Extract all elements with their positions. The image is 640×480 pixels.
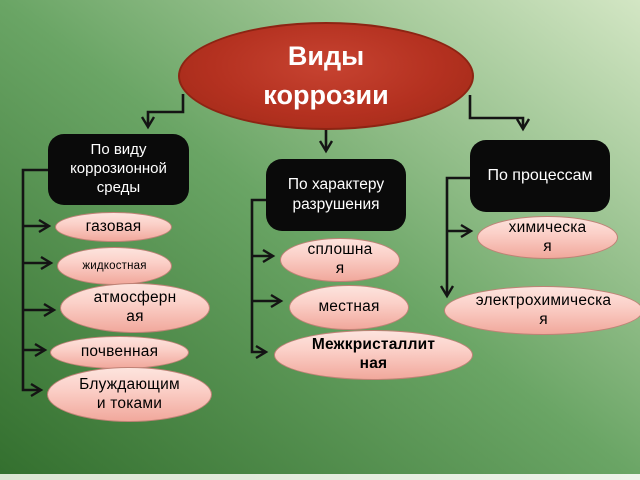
root-node-label: Виды коррозии — [263, 40, 389, 110]
connector-root-to-environment — [140, 94, 185, 130]
leaf-node-electrochemical: электрохимическая — [444, 286, 640, 335]
leaf-node-stray-currents-label: Блуждающими токами — [79, 375, 180, 412]
leaf-node-atmospheric-label: атмосферная — [93, 289, 177, 325]
branch-box-processes: По процессам — [470, 140, 610, 212]
leaf-node-local-label: местная — [318, 298, 380, 316]
connector-environment-trunk — [21, 168, 48, 398]
branch-box-processes-label: По процессам — [487, 167, 593, 184]
branch-box-environment-label: По виду коррозионной среды — [70, 141, 167, 196]
leaf-node-intercrystalline-label: Межкристаллитная — [311, 336, 436, 372]
leaf-node-chemical-label: химическая — [508, 218, 587, 255]
branch-box-destruction: По характеру разрушения — [266, 159, 406, 231]
leaf-node-electrochemical-label: электрохимическая — [475, 291, 612, 328]
leaf-node-liquid-label: жидкостная — [82, 259, 147, 272]
root-node-corrosion-types: Виды коррозии — [178, 22, 474, 130]
leaf-node-gas-label: газовая — [85, 217, 142, 235]
leaf-node-continuous: сплошная — [280, 238, 400, 282]
leaf-node-gas: газовая — [55, 212, 172, 242]
leaf-node-soil: почвенная — [50, 336, 189, 369]
leaf-node-chemical: химическая — [477, 216, 618, 259]
leaf-node-atmospheric: атмосферная — [60, 283, 210, 333]
leaf-node-continuous-label: сплошная — [307, 241, 373, 277]
leaf-node-intercrystalline: Межкристаллитная — [274, 330, 473, 380]
leaf-node-stray-currents: Блуждающими токами — [47, 367, 212, 422]
leaf-node-local: местная — [289, 285, 409, 330]
leaf-node-liquid: жидкостная — [57, 247, 172, 285]
connector-destruction-trunk — [250, 198, 269, 360]
branch-box-destruction-label: По характеру разрушения — [287, 175, 385, 213]
connector-processes-trunk — [439, 176, 470, 299]
slide-bottom-edge — [0, 474, 640, 480]
leaf-node-soil-label: почвенная — [80, 343, 159, 361]
branch-box-environment: По виду коррозионной среды — [48, 134, 189, 205]
connector-root-to-processes — [468, 95, 531, 132]
